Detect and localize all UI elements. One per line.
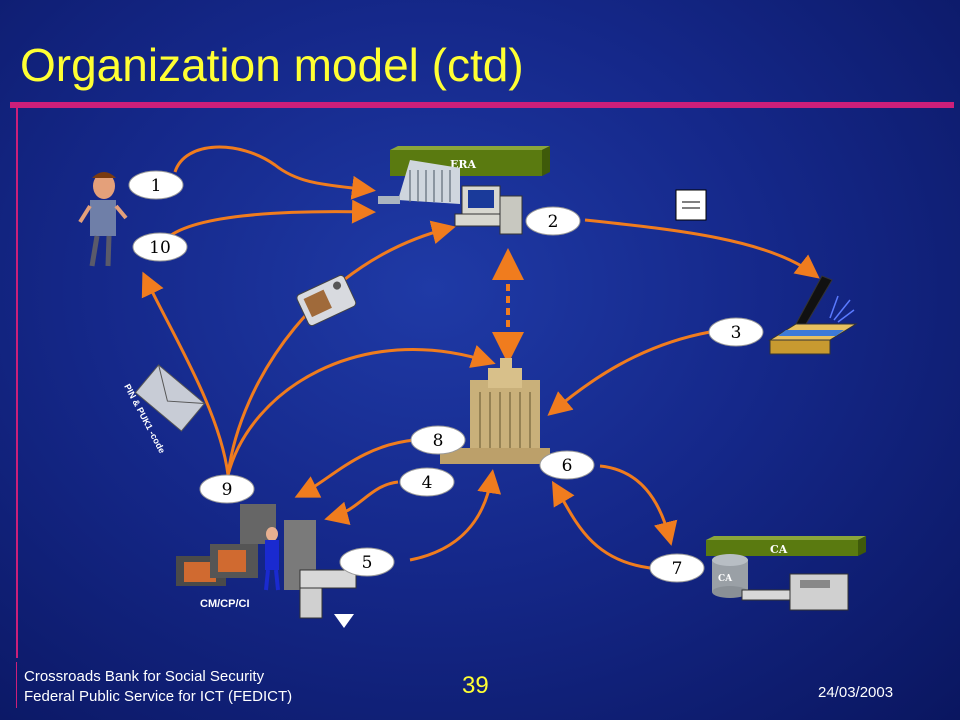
- workstation-icon: [454, 185, 523, 235]
- step-label: 10: [149, 238, 171, 258]
- step-label: 7: [672, 559, 683, 579]
- card-machines-icon: [176, 504, 357, 628]
- arrow-1: [173, 145, 376, 200]
- step-label: 3: [731, 323, 742, 343]
- arrow-7: [551, 480, 651, 570]
- step-badge-7: 7: [649, 553, 705, 583]
- arrow-8: [294, 438, 416, 498]
- arrow-9-to-era: [226, 220, 456, 476]
- footer-organization: Crossroads Bank for Social Security Fede…: [24, 667, 292, 707]
- step-badge-10: 10: [132, 232, 188, 262]
- arrow-2: [584, 218, 820, 279]
- step-badge-8: 8: [410, 425, 466, 455]
- page-number: 39: [462, 672, 489, 699]
- footer-org-line2: Federal Public Service for ICT (FEDICT): [24, 688, 293, 705]
- person-icon: [78, 172, 128, 267]
- id-card-icon: [296, 274, 357, 327]
- arrow-9-to-10: [141, 271, 230, 476]
- step-badge-2: 2: [525, 206, 581, 236]
- step-label: 5: [362, 553, 373, 573]
- step-label: 6: [562, 456, 573, 476]
- step-label: 1: [151, 176, 162, 196]
- document-icon: [675, 189, 707, 221]
- arrow-5: [409, 469, 502, 562]
- ca-db-label: CA: [718, 574, 733, 584]
- step-badge-6: 6: [539, 450, 595, 480]
- ca-printer-icon: [741, 573, 849, 611]
- envelope-icon: [134, 364, 206, 432]
- ca-database-icon: CA: [712, 554, 748, 598]
- ca-banner-label: CA: [770, 543, 788, 556]
- ca-banner: CA: [706, 536, 866, 556]
- step-badge-5: 5: [339, 547, 395, 577]
- cm-cp-ci-label: CM/CP/CI: [200, 598, 250, 610]
- footer-org-line1: Crossroads Bank for Social Security: [24, 668, 265, 685]
- era-building-icon: [378, 160, 460, 204]
- step-label: 4: [422, 473, 433, 493]
- central-building-icon: [440, 358, 550, 464]
- step-label: 8: [433, 431, 444, 451]
- arrow-10: [163, 199, 376, 242]
- arrow-9-to-bank: [226, 345, 496, 476]
- page-title: Organization model (ctd): [20, 39, 524, 91]
- arrow-4: [324, 480, 399, 525]
- scanner-icon: [768, 275, 858, 355]
- step-label: 9: [222, 480, 233, 500]
- arrow-3: [547, 330, 711, 416]
- step-badge-4: 4: [399, 467, 455, 497]
- footer-date: 24/03/2003: [818, 684, 894, 701]
- left-rule: [16, 108, 18, 658]
- title-rule: [10, 102, 954, 108]
- step-badge-3: 3: [708, 317, 764, 347]
- step-badge-1: 1: [128, 170, 184, 200]
- step-badge-9: 9: [199, 474, 255, 504]
- step-label: 2: [548, 212, 559, 232]
- arrow-6: [599, 464, 678, 546]
- footer-rule: [16, 662, 17, 708]
